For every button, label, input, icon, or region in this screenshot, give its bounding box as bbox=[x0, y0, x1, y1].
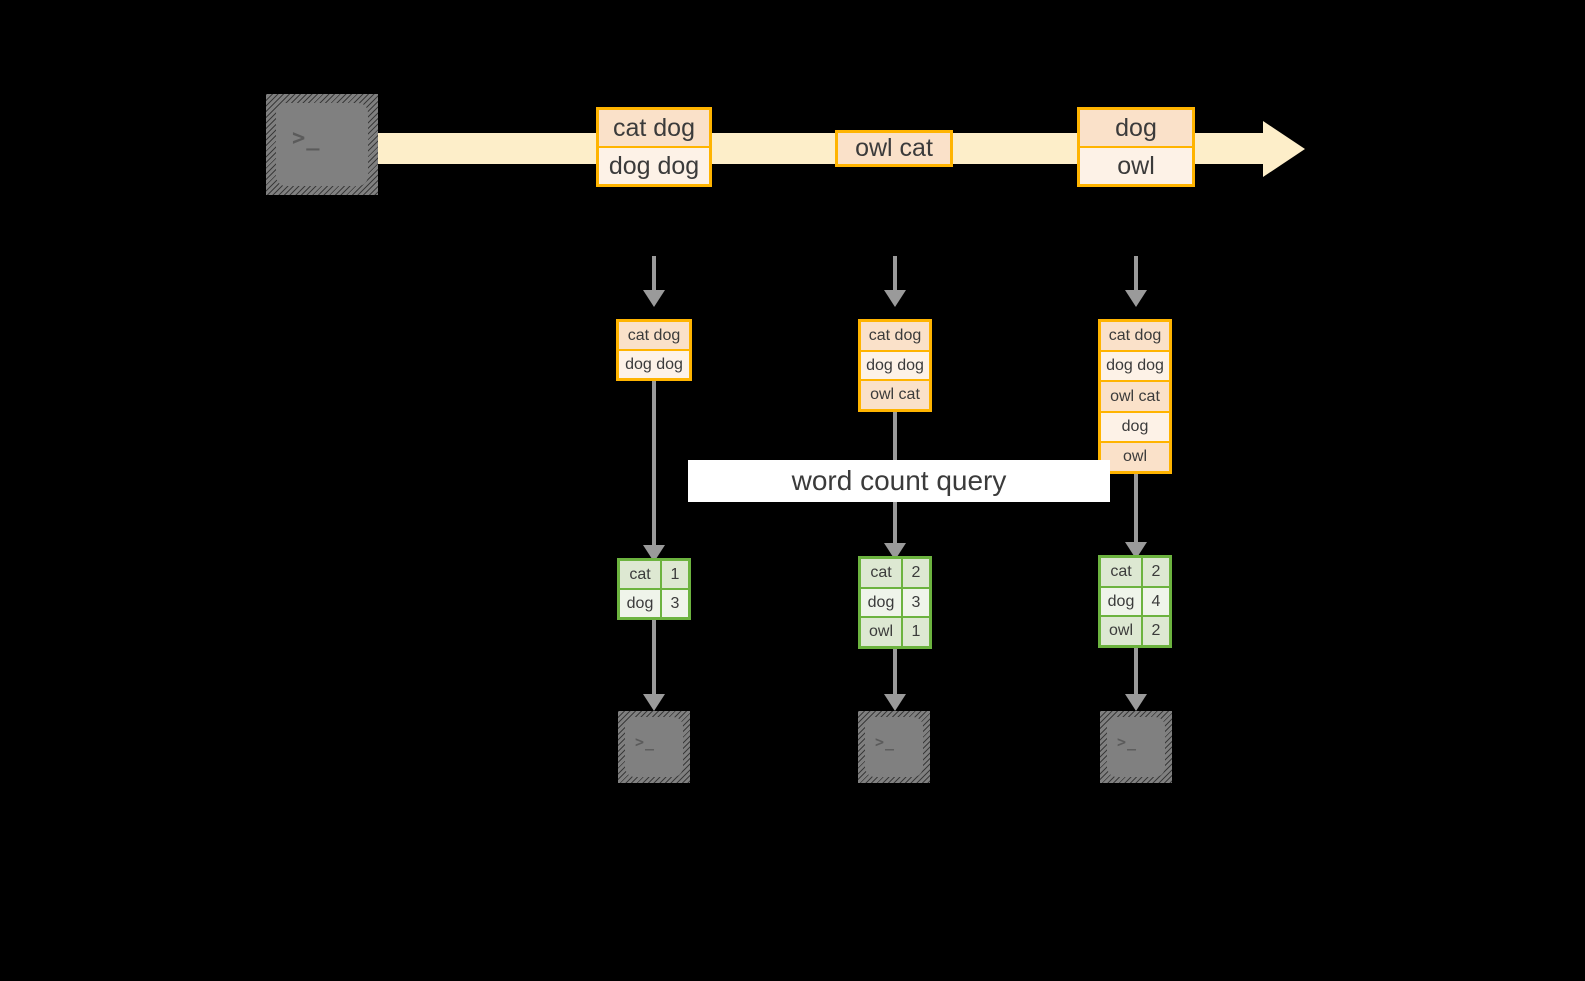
snapshot-3-sink-terminal-icon[interactable]: >_ bbox=[1100, 711, 1172, 783]
snapshot-3-input-box[interactable]: cat dog dog dog owl cat dog owl bbox=[1098, 319, 1172, 474]
snapshot-1-query-line bbox=[652, 381, 656, 551]
event-row: dog dog bbox=[599, 146, 709, 184]
result-value: 1 bbox=[670, 565, 680, 583]
terminal-prompt-glyph: >_ bbox=[1117, 733, 1138, 751]
result-key: dog bbox=[861, 588, 903, 617]
input-row: dog dog bbox=[861, 349, 929, 380]
input-row: owl bbox=[1101, 440, 1169, 472]
result-value: 2 bbox=[1151, 562, 1161, 580]
snapshot-3-sink-line bbox=[1134, 648, 1138, 698]
result-value: 1 bbox=[911, 623, 921, 641]
input-row: dog dog bbox=[1101, 350, 1169, 381]
snapshot-2-query-arrowhead bbox=[884, 543, 906, 560]
result-row: cat 2 bbox=[861, 559, 929, 587]
result-row: owl 2 bbox=[1101, 615, 1169, 646]
input-row: owl cat bbox=[861, 379, 929, 410]
result-row: dog 3 bbox=[620, 588, 688, 617]
source-terminal-icon[interactable]: >_ bbox=[266, 94, 378, 195]
snapshot-1-feed-arrowhead bbox=[643, 290, 665, 307]
snapshot-2-result-table[interactable]: cat 2 dog 3 owl 1 bbox=[858, 556, 932, 649]
stream-event-group-2[interactable]: owl cat bbox=[835, 130, 953, 167]
stream-event-group-1[interactable]: cat dog dog dog bbox=[596, 107, 712, 187]
terminal-screen bbox=[276, 103, 368, 186]
input-row: dog dog bbox=[619, 349, 689, 378]
snapshot-3-query-line bbox=[1134, 474, 1138, 550]
input-row: cat dog bbox=[619, 322, 689, 349]
snapshot-3-feed-arrowhead bbox=[1125, 290, 1147, 307]
event-row: dog bbox=[1080, 110, 1192, 146]
snapshot-2-feed-arrowhead bbox=[884, 290, 906, 307]
event-row: owl bbox=[1080, 146, 1192, 184]
snapshot-2-sink-terminal-icon[interactable]: >_ bbox=[858, 711, 930, 783]
result-row: dog 3 bbox=[861, 586, 929, 617]
result-value: 3 bbox=[911, 593, 921, 611]
snapshot-1-input-box[interactable]: cat dog dog dog bbox=[616, 319, 692, 381]
input-row: cat dog bbox=[861, 322, 929, 350]
input-row: dog bbox=[1101, 410, 1169, 441]
result-value: 2 bbox=[1151, 622, 1161, 640]
terminal-screen bbox=[625, 717, 683, 777]
terminal-screen bbox=[865, 717, 923, 777]
snapshot-1-query-arrowhead bbox=[643, 545, 665, 562]
result-value: 3 bbox=[670, 594, 680, 612]
snapshot-1-sink-terminal-icon[interactable]: >_ bbox=[618, 711, 690, 783]
terminal-prompt-glyph: >_ bbox=[875, 733, 896, 751]
result-key: dog bbox=[620, 590, 662, 617]
stream-arrowhead bbox=[1263, 121, 1305, 177]
snapshot-1-sink-line bbox=[652, 620, 656, 698]
result-row: cat 1 bbox=[620, 561, 688, 588]
result-row: dog 4 bbox=[1101, 585, 1169, 616]
terminal-screen bbox=[1107, 717, 1165, 777]
result-value: 2 bbox=[911, 563, 921, 581]
snapshot-2-sink-line bbox=[893, 649, 897, 698]
result-key: dog bbox=[1101, 587, 1143, 616]
snapshot-1-feed-line bbox=[652, 256, 656, 292]
result-key: owl bbox=[1101, 617, 1143, 646]
terminal-prompt-glyph: >_ bbox=[292, 126, 321, 151]
query-label: word count query bbox=[688, 460, 1110, 502]
result-value: 4 bbox=[1151, 592, 1161, 610]
snapshot-2-sink-arrowhead bbox=[884, 694, 906, 711]
snapshot-2-feed-line bbox=[893, 256, 897, 292]
result-row: owl 1 bbox=[861, 616, 929, 647]
snapshot-1-sink-arrowhead bbox=[643, 694, 665, 711]
result-key: cat bbox=[620, 561, 662, 588]
result-key: cat bbox=[1101, 558, 1143, 586]
input-row: owl cat bbox=[1101, 380, 1169, 411]
event-row: owl cat bbox=[838, 133, 950, 164]
snapshot-3-feed-line bbox=[1134, 256, 1138, 292]
result-key: cat bbox=[861, 559, 903, 587]
event-row: cat dog bbox=[599, 110, 709, 146]
snapshot-1-result-table[interactable]: cat 1 dog 3 bbox=[617, 558, 691, 620]
snapshot-3-query-arrowhead bbox=[1125, 542, 1147, 559]
result-row: cat 2 bbox=[1101, 558, 1169, 586]
snapshot-2-input-box[interactable]: cat dog dog dog owl cat bbox=[858, 319, 932, 412]
input-row: cat dog bbox=[1101, 322, 1169, 351]
snapshot-3-result-table[interactable]: cat 2 dog 4 owl 2 bbox=[1098, 555, 1172, 648]
snapshot-3-sink-arrowhead bbox=[1125, 694, 1147, 711]
result-key: owl bbox=[861, 618, 903, 647]
terminal-prompt-glyph: >_ bbox=[635, 733, 656, 751]
stream-event-group-3[interactable]: dog owl bbox=[1077, 107, 1195, 187]
